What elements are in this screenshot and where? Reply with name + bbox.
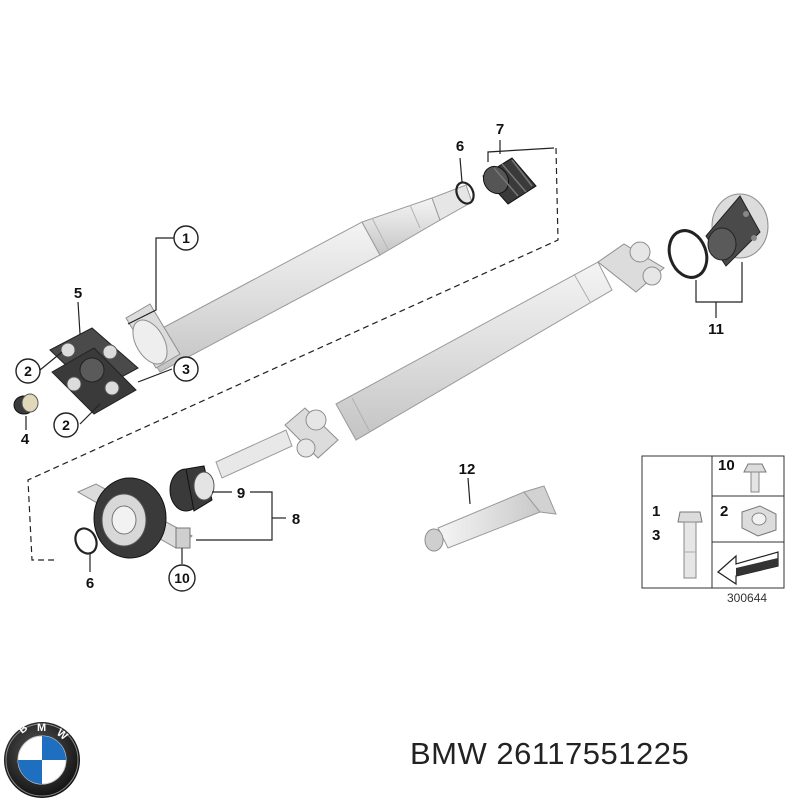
- reference-code: 300644: [727, 591, 767, 605]
- callout-11: 11: [708, 321, 724, 338]
- callout-2-upper: 2: [15, 358, 41, 384]
- callout-6-top: 6: [456, 138, 464, 155]
- front-drive-shaft: [125, 184, 473, 373]
- svg-text:2: 2: [62, 417, 70, 433]
- circlip-bottom: [74, 527, 98, 555]
- long-bolt-icon: [677, 511, 703, 579]
- rear-drive-shaft: [215, 241, 665, 479]
- svg-text:M: M: [37, 722, 46, 734]
- svg-text:1: 1: [182, 230, 190, 246]
- legend-label-2: 2: [720, 503, 728, 520]
- arrow-pictogram-icon: [717, 551, 779, 586]
- shaft-boot: [482, 157, 537, 205]
- circlip-top: [455, 181, 475, 205]
- bmw-logo: B M W: [4, 722, 80, 798]
- callout-6-bottom: 6: [86, 575, 94, 592]
- hardware-legend: 10 1 3 2: [641, 455, 785, 589]
- assembly-dashed-lines: [27, 147, 559, 561]
- o-ring: [667, 229, 709, 279]
- brand-name: BMW: [410, 736, 488, 771]
- callout-4: 4: [21, 431, 30, 448]
- callout-9: 9: [237, 485, 245, 502]
- callout-12: 12: [459, 461, 476, 478]
- callout-10: 10: [168, 564, 196, 592]
- center-bearing: [76, 477, 193, 559]
- legend-label-10: 10: [718, 457, 735, 474]
- centering-sleeve: [13, 393, 39, 415]
- leader-lines: [25, 140, 743, 572]
- flex-disc-coupling: [49, 327, 139, 415]
- hex-nut-icon: [741, 505, 777, 537]
- small-bolt-icon: [743, 463, 767, 493]
- part-title: BMW 26117551225: [410, 736, 689, 772]
- svg-text:3: 3: [182, 361, 190, 377]
- callout-7: 7: [496, 121, 504, 138]
- needle-bearing: [169, 465, 215, 512]
- svg-text:10: 10: [174, 570, 190, 586]
- callout-3: 3: [173, 356, 199, 382]
- callout-1: 1: [173, 225, 199, 251]
- callout-5: 5: [74, 285, 82, 302]
- legend-label-3: 3: [652, 527, 660, 544]
- svg-text:2: 2: [24, 363, 32, 379]
- callout-8: 8: [292, 511, 300, 528]
- part-number: 26117551225: [496, 736, 690, 771]
- callout-2-lower: 2: [53, 412, 79, 438]
- grease-tube: [424, 485, 557, 552]
- rear-flange: [705, 193, 769, 267]
- legend-label-1: 1: [652, 503, 660, 520]
